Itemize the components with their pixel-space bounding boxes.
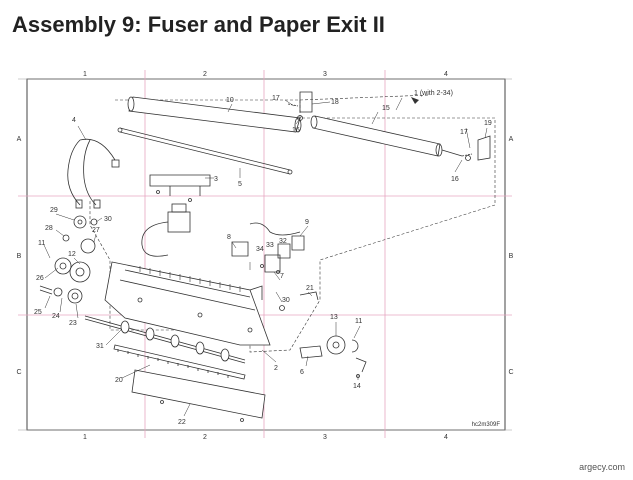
part-number: 8	[227, 234, 231, 241]
thermostat	[141, 203, 191, 257]
part-number: 30	[282, 297, 290, 304]
drawing-code: hc2m309F	[472, 422, 501, 428]
footer-site-label: argecy.com	[579, 462, 625, 472]
part-number: 5	[238, 181, 242, 188]
part-number: 16	[451, 176, 459, 183]
col-label-top: 3	[323, 71, 327, 78]
callout-arrow	[411, 97, 419, 104]
col-label-top: 2	[203, 71, 207, 78]
exit-guide	[131, 369, 266, 422]
col-label-bottom: 4	[444, 434, 448, 441]
part-number: 23	[69, 320, 77, 327]
row-label-right: B	[509, 253, 514, 260]
part-number: 29	[50, 207, 58, 214]
exit-roller-shaft	[84, 315, 246, 364]
harness-4	[67, 138, 120, 209]
col-label-top: 4	[444, 71, 448, 78]
part-number: 20	[115, 377, 123, 384]
col-label-top: 1	[83, 71, 87, 78]
part-number: 13	[330, 314, 338, 321]
sensor-parts	[231, 222, 305, 274]
pressure-roller	[310, 115, 463, 157]
part-number: 32	[279, 238, 287, 245]
row-label-left: B	[17, 253, 22, 260]
part-number: 28	[45, 225, 53, 232]
row-label-left: C	[16, 369, 21, 376]
part-number: 17	[272, 95, 280, 102]
heater-lamp	[117, 127, 293, 175]
thermostat-bracket	[149, 174, 211, 202]
part-number: 7	[280, 273, 284, 280]
part-number: 26	[36, 275, 44, 282]
part-number: 22	[178, 419, 186, 426]
part-number: 3	[214, 176, 218, 183]
part-number: 10	[226, 97, 234, 104]
leader-lines	[43, 97, 488, 417]
part-number: 11	[355, 318, 362, 325]
row-label-right: C	[508, 369, 513, 376]
part-callouts: 1 (with 2-34) 2 3 4 5 6 7 8 9 10 11 11 1…	[34, 90, 492, 426]
part-number: 24	[52, 313, 60, 320]
actuator-parts	[249, 285, 319, 311]
part-number: 1 (with 2-34)	[414, 90, 453, 97]
part-number: 25	[34, 309, 42, 316]
col-label-bottom: 2	[203, 434, 207, 441]
col-label-bottom: 1	[83, 434, 87, 441]
part-number: 16	[292, 127, 300, 134]
fuser-frame	[104, 261, 271, 346]
right-bracket	[461, 135, 491, 161]
left-bracket	[287, 91, 313, 121]
part-number: 12	[68, 251, 76, 258]
part-number: 18	[331, 99, 339, 106]
heat-roller	[127, 96, 302, 133]
part-number: 31	[96, 343, 104, 350]
static-eliminator	[113, 344, 246, 380]
part-number: 9	[305, 219, 309, 226]
part-number: 34	[256, 246, 264, 253]
part-number: 14	[353, 383, 361, 390]
parts-drawing	[39, 91, 496, 422]
bracket-6	[299, 345, 323, 359]
part-number: 21	[306, 285, 314, 292]
part-number: 17	[460, 129, 468, 136]
right-gears	[326, 335, 367, 378]
row-label-left: A	[17, 136, 22, 143]
part-number: 27	[92, 227, 100, 234]
page-title: Assembly 9: Fuser and Paper Exit II	[12, 12, 385, 37]
part-number: 19	[484, 120, 492, 127]
part-number: 11	[38, 240, 45, 247]
part-number: 15	[382, 105, 390, 112]
part-number: 6	[300, 369, 304, 376]
part-number: 33	[266, 242, 274, 249]
part-number: 2	[274, 365, 278, 372]
grid-lines	[18, 70, 512, 438]
gear-assembly	[39, 215, 98, 304]
diagram-frame	[26, 78, 506, 431]
part-number: 30	[104, 216, 112, 223]
col-label-bottom: 3	[323, 434, 327, 441]
part-number: 4	[72, 117, 76, 124]
row-label-right: A	[509, 136, 514, 143]
